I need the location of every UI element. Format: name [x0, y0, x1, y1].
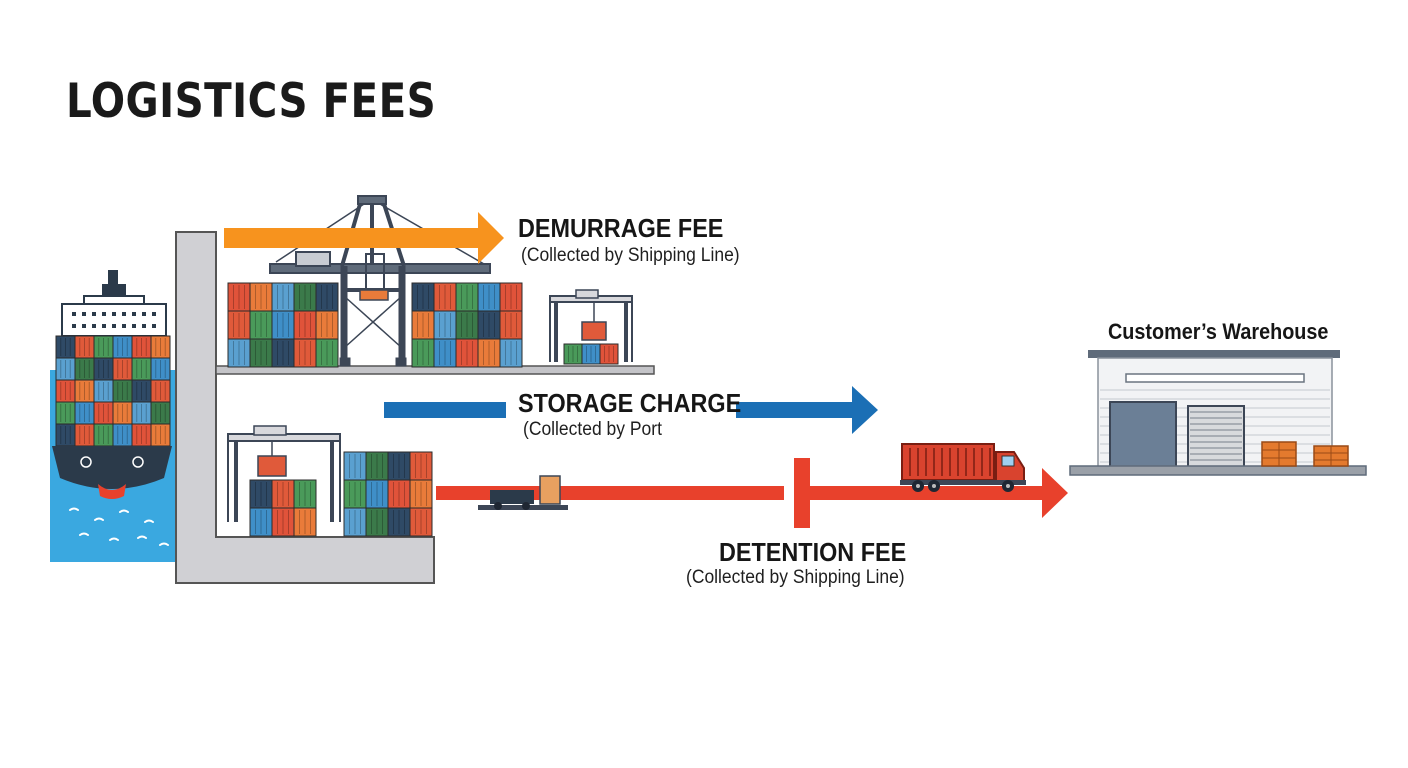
detention-start-marker	[794, 458, 810, 528]
detention-arrow-tail	[436, 486, 784, 500]
rubber-tyred-gantry-icon	[227, 425, 341, 522]
yard-tractor-icon	[478, 475, 568, 510]
demurrage-arrow	[224, 212, 504, 264]
demurrage-fee-label: DEMURRAGE FEE	[518, 213, 724, 243]
rubber-tyred-gantry-icon	[549, 289, 633, 362]
warehouse-icon	[1069, 350, 1367, 476]
ship-container-stack	[55, 335, 171, 447]
container-stack	[563, 343, 619, 365]
container-ship-icon	[52, 270, 172, 499]
container-box	[409, 507, 433, 537]
container-box	[599, 343, 619, 365]
water-ripples	[69, 507, 169, 546]
container-stack	[227, 282, 339, 368]
quay	[175, 231, 435, 584]
storage-charge-label: STORAGE CHARGE	[518, 388, 742, 418]
storage-charge-note: (Collected by Port	[523, 419, 662, 440]
container-box	[315, 338, 339, 368]
storage-arrow-tail	[384, 402, 506, 418]
demurrage-fee-note: (Collected by Shipping Line)	[521, 245, 740, 266]
pallet-icon	[1313, 445, 1349, 467]
detention-arrow-head	[810, 468, 1068, 518]
page-title: LOGISTICS FEES	[66, 74, 437, 129]
storage-arrow-head	[736, 386, 878, 434]
container-box	[293, 507, 317, 537]
container-stack	[343, 451, 433, 537]
container-stack	[249, 479, 317, 537]
detention-fee-label: DETENTION FEE	[719, 537, 907, 567]
container-box	[499, 338, 523, 368]
pallet-icon	[1261, 441, 1297, 467]
detention-fee-note: (Collected by Shipping Line)	[686, 567, 905, 588]
container-stack	[411, 282, 523, 368]
gantry-crane-icon	[269, 195, 491, 367]
container-truck-icon	[900, 443, 1026, 492]
warehouse-label: Customer’s Warehouse	[1108, 319, 1329, 344]
